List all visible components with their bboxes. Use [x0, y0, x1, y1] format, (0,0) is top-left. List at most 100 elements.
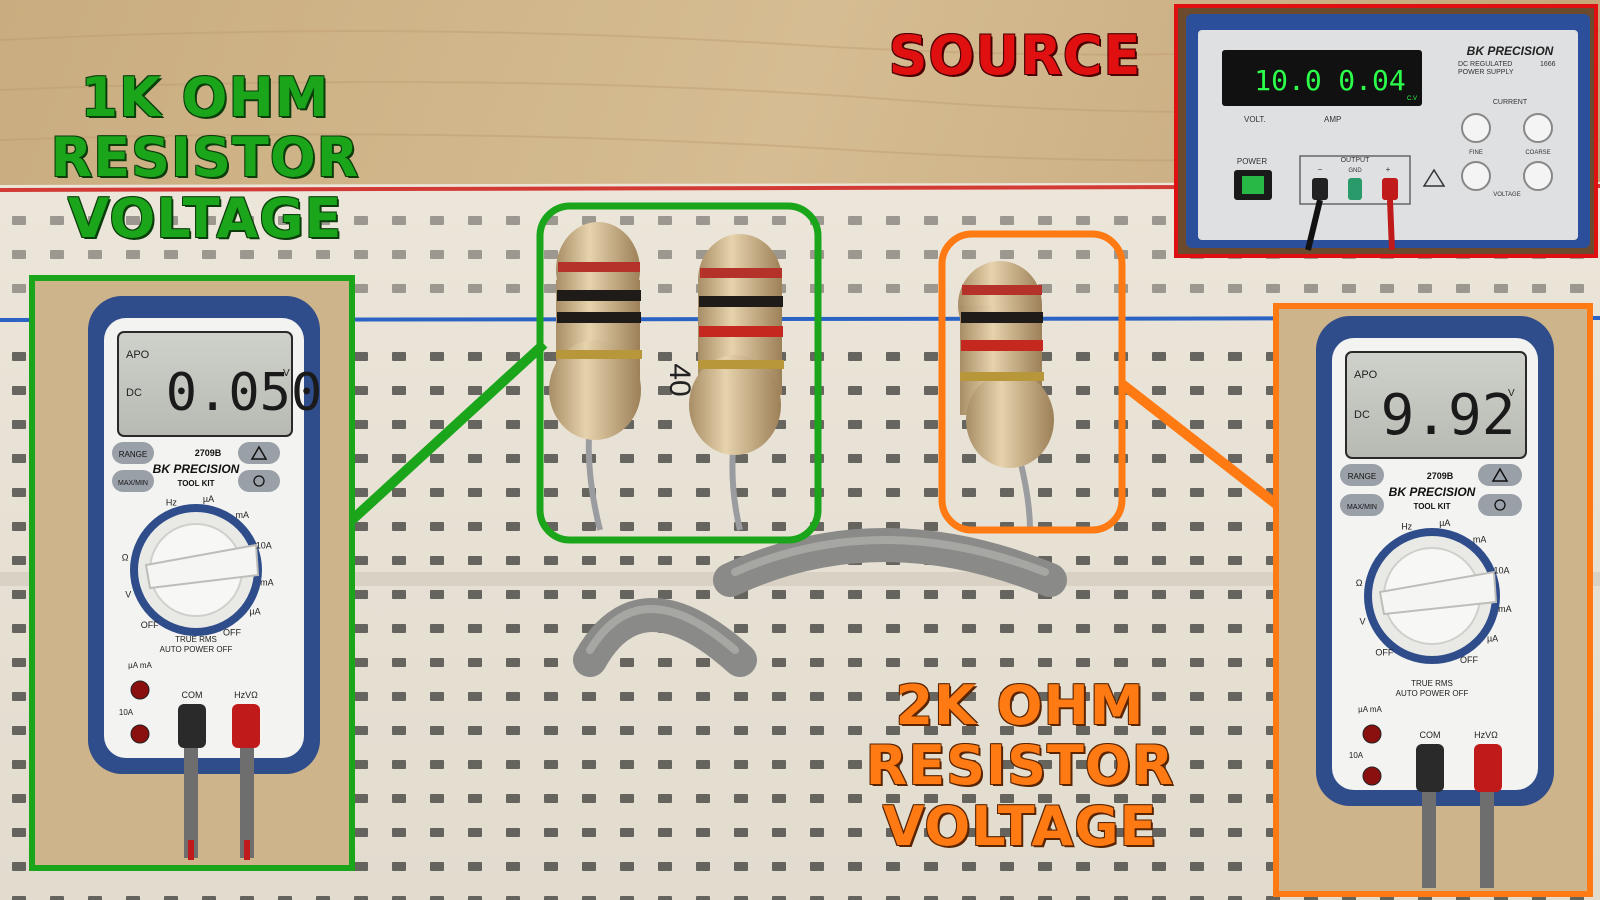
meter-left-range-button [112, 442, 154, 464]
meter-right-auto-off-label: AUTO POWER OFF [1396, 689, 1469, 698]
meter-right-backlight-button [1478, 494, 1522, 516]
meter-left-dial-label: V [125, 590, 131, 600]
meter-left-range-label: RANGE [119, 450, 147, 459]
resistor-2k [958, 261, 1054, 531]
meter-left-dc-indicator: DC [126, 387, 142, 399]
meter-right-dial-label: Hz [1401, 522, 1412, 532]
meter-right-subtitle: TOOL KIT [1413, 502, 1450, 511]
row-number-label: 40 [663, 363, 696, 396]
meter-left-subtitle: TOOL KIT [177, 479, 214, 488]
connector-line-orange [1118, 380, 1280, 508]
meter-right-range-button [1340, 464, 1384, 486]
meter-left-maxmin-label: MAX/MIN [118, 480, 148, 487]
meter-left-auto-off-label: AUTO POWER OFF [160, 645, 233, 654]
meter-right-maxmin-label: MAX/MIN [1347, 504, 1377, 511]
psu-current-coarse-knob [1523, 113, 1553, 143]
psu-subtitle-1: DC REGULATED [1458, 61, 1512, 68]
meter-left-delta-icon [250, 445, 268, 460]
meter-right-dial-label: Ω [1356, 578, 1363, 588]
meter-right-ua-ma-jack [1362, 724, 1382, 744]
psu-amp-label: AMP [1324, 115, 1341, 124]
meter-left-com-label: COM [182, 690, 203, 700]
meter-right-10a-label: 10A [1349, 751, 1364, 760]
meter-right-brand-logo: BK PRECISION [1389, 485, 1476, 499]
psu-volt-label: VOLT. [1244, 115, 1266, 124]
meter-left-v-probe-plug [232, 704, 260, 748]
psu-display-panel [1222, 50, 1422, 106]
meter-left-reading: 0.050 [166, 363, 323, 423]
psu-voltage-coarse-knob [1523, 161, 1553, 191]
meter-left-bulb-icon [253, 475, 265, 487]
meter-right-apo-indicator: APO [1354, 369, 1378, 381]
psu-black-lead [1305, 199, 1323, 251]
meter-left-backlight-button [238, 470, 280, 492]
meter-right-dial-label: µA [1487, 633, 1498, 643]
psu-gnd-label: GND [1348, 168, 1362, 174]
psu-subtitle-2: POWER SUPPLY [1458, 69, 1514, 76]
psu-model-number: 1666 [1540, 61, 1556, 68]
multimeter-right: APO DC 9.92 V RANGE 2709B BK PRECISION T… [1273, 303, 1593, 897]
connector-line-green [348, 340, 548, 524]
meter-left-red-lead [240, 748, 254, 858]
label-2k-line-3: VOLTAGE [882, 794, 1158, 858]
meter-left-true-rms-label: TRUE RMS [175, 635, 217, 644]
meter-right-10a-jack [1362, 766, 1382, 786]
meter-right-dial-label: V [1359, 616, 1365, 626]
label-1k-resistor-voltage: 1K OHM RESISTOR VOLTAGE [20, 67, 390, 250]
meter-right-range-label: RANGE [1348, 472, 1376, 481]
psu-voltage-label: VOLTAGE [1493, 192, 1520, 198]
psu-gnd-terminal [1348, 178, 1362, 200]
psu-output-label: OUTPUT [1341, 157, 1371, 164]
meter-right-dial-label: µA [1439, 518, 1450, 528]
psu-coarse-label: COARSE [1525, 150, 1550, 156]
resistor-1k-b [689, 234, 784, 531]
meter-left-lcd [117, 331, 293, 437]
psu-volt-display: 10.0 [1254, 64, 1321, 97]
highlight-box-1k-resistors [536, 202, 822, 544]
meter-right-dial-label: mA [1473, 534, 1487, 544]
meter-right-maxmin-button [1340, 494, 1384, 516]
meter-right-com-probe-plug [1416, 744, 1444, 792]
meter-right-delta-icon [1491, 467, 1509, 482]
meter-right-reading: 9.92 [1381, 383, 1516, 448]
meter-left-dial-label: 10A [256, 540, 272, 550]
meter-left-brand-logo: BK PRECISION [153, 462, 240, 476]
meter-right-black-lead [1422, 792, 1436, 888]
meter-left-model-number: 2709B [195, 448, 222, 458]
label-1k-line-3: VOLTAGE [67, 186, 343, 250]
meter-left-ua-ma-label: µA mA [128, 661, 152, 670]
label-2k-line-1: 2K OHM [895, 674, 1145, 737]
meter-right-rotary-dial [1364, 528, 1500, 664]
meter-left-hold-button [238, 442, 280, 464]
meter-left-apo-indicator: APO [126, 349, 150, 361]
meter-left-dial-label: Ω [122, 553, 129, 563]
meter-left-com-probe-plug [178, 704, 206, 748]
psu-positive-terminal [1382, 178, 1398, 200]
meter-left-dial-label: µA [203, 494, 214, 504]
meter-right-dial-label: OFF [1375, 648, 1393, 658]
meter-right-com-label: COM [1420, 730, 1441, 740]
psu-current-fine-knob [1461, 113, 1491, 143]
psu-negative-terminal [1312, 178, 1328, 200]
psu-current-label: CURRENT [1493, 99, 1528, 106]
jumper-wires [573, 528, 1067, 677]
meter-left-black-lead [184, 748, 198, 858]
psu-brand-logo: BK PRECISION [1467, 44, 1554, 58]
meter-right-ua-ma-label: µA mA [1358, 705, 1382, 714]
meter-right-dial-label: 10A [1493, 566, 1509, 576]
psu-cv-indicator: C.V [1407, 96, 1417, 102]
multimeter-left: APO DC 0.050 V RANGE 2709B BK PRECISION … [29, 275, 355, 871]
label-2k-line-2: RESISTOR [865, 734, 1175, 798]
meter-right-v-probe-plug [1474, 744, 1502, 792]
psu-red-lead [1387, 199, 1395, 251]
meter-right-hzv-ohm-label: HzVΩ [1474, 730, 1498, 740]
psu-warning-icon [1422, 168, 1446, 187]
meter-right-dial-label: mA [1498, 604, 1512, 614]
label-1k-line-2: RESISTOR [50, 126, 360, 190]
psu-output-panel [1299, 155, 1411, 205]
meter-right-hold-button [1478, 464, 1522, 486]
psu-plus-label: + [1386, 165, 1391, 174]
meter-left-rotary-dial [130, 504, 262, 636]
meter-left-hzv-ohm-label: HzVΩ [234, 690, 258, 700]
